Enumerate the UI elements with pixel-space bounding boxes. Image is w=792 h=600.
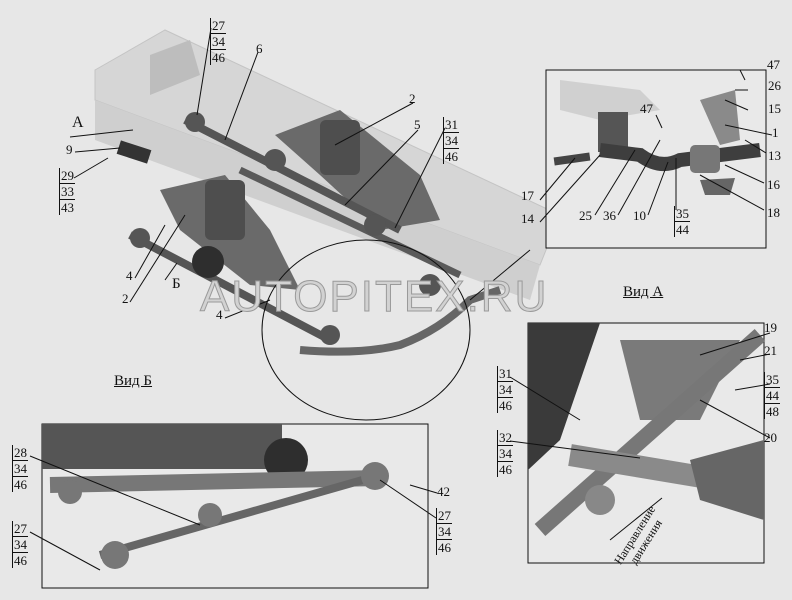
callout-25: 25	[579, 208, 592, 223]
callout-6: 6	[256, 41, 263, 56]
callout-47-top: 47	[767, 57, 780, 72]
watermark: AUTOPITEX.RU	[199, 272, 549, 322]
callout-2-top: 2	[409, 91, 416, 106]
callout-16: 16	[767, 177, 780, 192]
view-a-drawing	[545, 69, 767, 249]
callout-17: 17	[521, 188, 534, 203]
callout-36: 36	[603, 208, 616, 223]
view-b-leader-lines	[29, 455, 438, 571]
callout-18: 18	[767, 205, 780, 220]
callout-42: 42	[437, 484, 450, 499]
main-assembly-drawing	[69, 29, 561, 421]
callout-26: 26	[768, 78, 781, 93]
callout-19: 19	[764, 320, 777, 335]
callout-10: 10	[633, 208, 646, 223]
view-b-drawing	[41, 423, 429, 589]
detail-view-drawing	[527, 322, 766, 564]
detail-leader-lines	[509, 332, 771, 459]
callout-20: 20	[764, 430, 777, 445]
callout-2-bottom: 2	[122, 291, 129, 306]
callout-13: 13	[768, 148, 781, 163]
main-leader-lines	[73, 27, 531, 319]
callout-14: 14	[521, 211, 534, 226]
callout-9: 9	[66, 142, 73, 157]
callout-47-mid: 47	[640, 101, 653, 116]
callout-5: 5	[414, 117, 421, 132]
view-a-marker: А	[72, 114, 84, 131]
view-b-marker: Б	[172, 276, 181, 292]
callout-4-left: 4	[126, 268, 133, 283]
view-a-title: Вид А	[623, 284, 664, 300]
view-b-title: Вид Б	[114, 373, 153, 389]
callout-4-bottom: 4	[216, 307, 223, 322]
callout-15: 15	[768, 101, 781, 116]
view-a-leader-lines	[539, 69, 773, 223]
callout-1: 1	[772, 125, 779, 140]
callout-21: 21	[764, 343, 777, 358]
